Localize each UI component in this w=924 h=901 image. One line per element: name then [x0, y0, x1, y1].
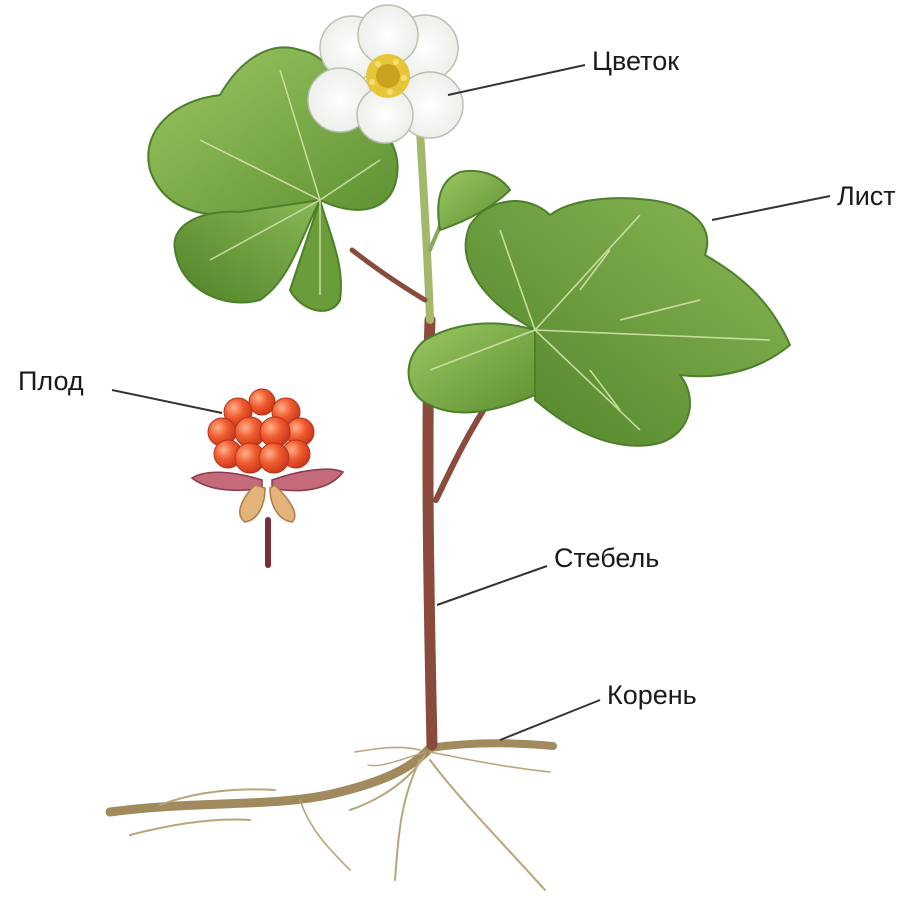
label-flower: Цветок — [592, 48, 679, 75]
leaf-large-right — [409, 198, 790, 446]
leader-line-stem — [437, 566, 547, 605]
root-system — [110, 743, 553, 890]
label-leaf: Лист — [837, 183, 896, 210]
label-fruit: Плод — [18, 368, 84, 395]
flower — [308, 5, 463, 143]
label-stem: Стебель — [554, 545, 659, 572]
leader-line-root — [500, 700, 600, 740]
label-root: Корень — [607, 682, 697, 709]
fruit — [192, 389, 343, 565]
stem — [352, 130, 490, 745]
leader-line-leaf — [712, 196, 830, 220]
leader-line-flower — [448, 65, 585, 95]
leader-line-fruit — [112, 390, 222, 413]
